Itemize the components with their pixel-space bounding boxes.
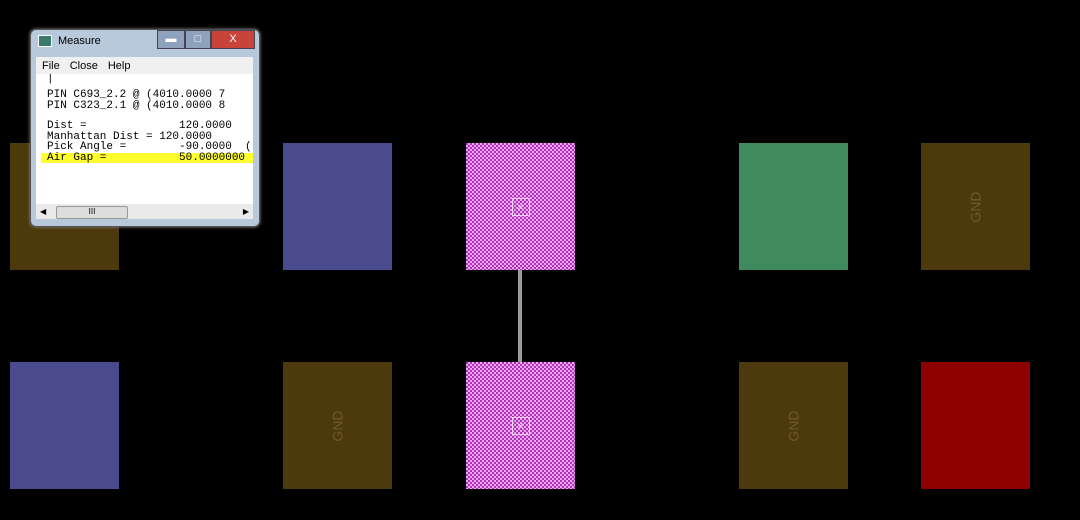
scroll-right-icon[interactable]: ▶ <box>242 207 249 216</box>
menu-close[interactable]: Close <box>69 59 98 72</box>
pick-angle-line: Pick Angle = -90.0000 ( <box>47 141 252 153</box>
measure-connector <box>518 270 522 362</box>
dist-line: Dist = 120.0000 <box>47 120 232 132</box>
title-bar[interactable]: Measure <box>31 30 259 52</box>
pad-red[interactable] <box>921 362 1030 489</box>
pad-gnd[interactable]: GND <box>921 143 1030 270</box>
pad-gnd[interactable]: GND <box>283 362 392 489</box>
app-icon <box>38 35 52 47</box>
pin-marker-icon: × <box>511 197 530 216</box>
gnd-label: GND <box>785 409 802 442</box>
scroll-left-icon[interactable]: ◀ <box>40 207 47 216</box>
pad-blue[interactable] <box>283 143 392 270</box>
air-gap-line: Air Gap = 50.0000000 <box>41 152 253 163</box>
horizontal-scrollbar[interactable]: ◀ III ▶ <box>36 204 253 219</box>
scroll-thumb[interactable]: III <box>56 206 128 219</box>
window-title: Measure <box>58 35 101 47</box>
menu-bar: File Close Help <box>36 57 253 74</box>
pad-blue[interactable] <box>10 362 119 489</box>
measure-window: Measure ▬ □ X File Close Help |PIN C693_… <box>30 29 260 227</box>
gnd-label: GND <box>967 190 984 223</box>
close-button[interactable]: X <box>211 30 255 49</box>
pin-line-2: PIN C323_2.1 @ (4010.0000 8 <box>47 99 226 112</box>
pad-selected-c693[interactable]: × <box>466 143 575 270</box>
pad-selected-c323[interactable]: × <box>466 362 575 489</box>
pad-green[interactable] <box>739 143 848 270</box>
pin-marker-icon: × <box>511 416 530 435</box>
manhattan-dist-line: Manhattan Dist = 120.0000 <box>47 130 213 143</box>
gnd-label: GND <box>329 409 346 442</box>
menu-help[interactable]: Help <box>107 59 131 72</box>
maximize-button[interactable]: □ <box>185 30 211 49</box>
pin-line-1: PIN C693_2.2 @ (4010.0000 7 <box>47 89 226 101</box>
menu-file[interactable]: File <box>42 59 60 72</box>
pad-gnd[interactable]: GND <box>739 362 848 489</box>
minimize-button[interactable]: ▬ <box>157 30 185 49</box>
